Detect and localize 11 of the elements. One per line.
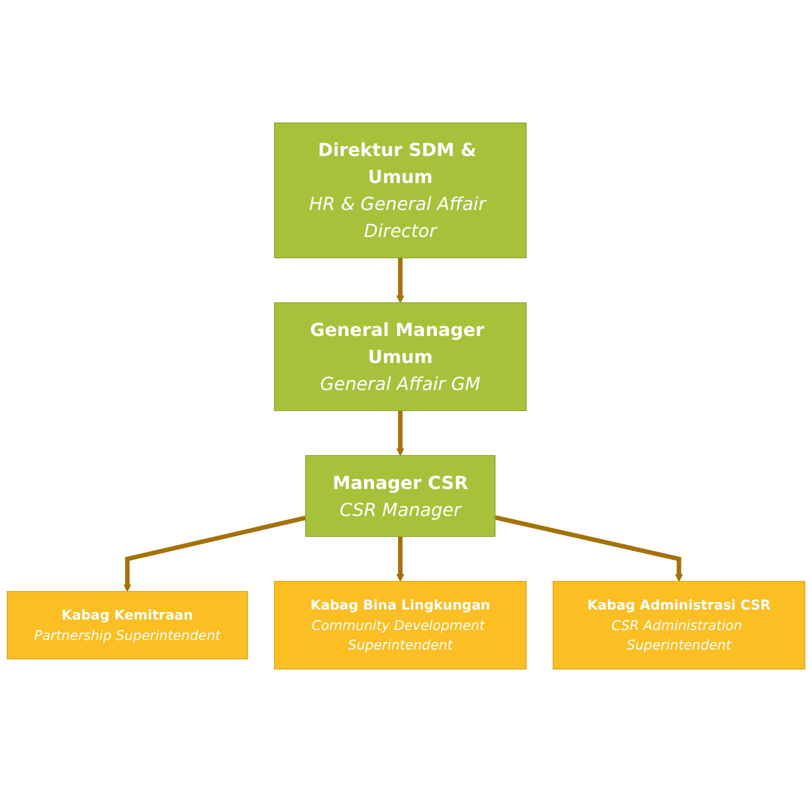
arrow	[396, 258, 404, 304]
arrow	[494, 515, 683, 582]
node-box: General Manager Umum General Affair GM	[274, 302, 527, 412]
node-box: Direktur SDM & Umum HR & General Affair Director	[274, 122, 527, 258]
node-box: Kabag Bina Lingkungan Community Development Superintendent	[274, 580, 527, 670]
node-box: Manager CSR CSR Manager	[305, 455, 496, 537]
node-box: Kabag Administrasi CSR CSR Administration Superintendent	[552, 580, 806, 670]
node-box: Kabag Kemitraan Partnership Superintendent	[6, 591, 248, 660]
arrow	[396, 410, 404, 456]
arrow	[396, 536, 404, 582]
arrow	[123, 516, 306, 592]
